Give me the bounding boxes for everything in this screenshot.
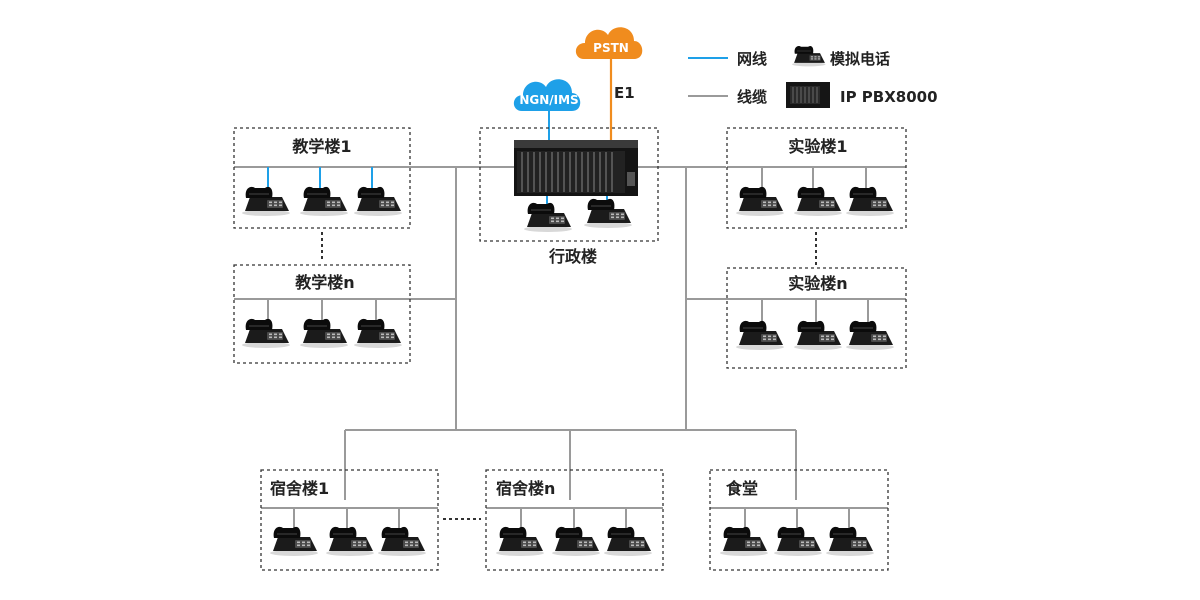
- phone-icon: [495, 526, 545, 557]
- building-dormn: 宿舍楼n: [485, 469, 664, 571]
- dorm1-box: [260, 469, 439, 571]
- phone-icon: [793, 320, 843, 351]
- phone-icon: [325, 526, 375, 557]
- phone-icon: [735, 320, 785, 351]
- admin-label: 行政楼: [548, 247, 597, 266]
- pstn-cloud: PSTN: [575, 27, 643, 59]
- building-canteen: 食堂: [709, 469, 889, 571]
- phone-icon: [241, 186, 291, 217]
- canteen-box: [709, 469, 889, 571]
- phone-icon: [583, 198, 633, 229]
- dormn-box: [485, 469, 664, 571]
- phone-icon: [773, 526, 823, 557]
- phone-icon: [603, 526, 653, 557]
- dorm1-label: 宿舍楼1: [270, 479, 329, 498]
- phone-icon: [735, 186, 785, 217]
- teachn-label: 教学楼n: [295, 273, 354, 292]
- phone-icon: [353, 186, 403, 217]
- building-dorm1: 宿舍楼1: [260, 469, 439, 571]
- labn-box: [726, 267, 907, 369]
- phone-icon: [551, 526, 601, 557]
- phone-icon: [845, 320, 895, 351]
- labn-label: 实验楼n: [788, 274, 847, 293]
- lab1-label: 实验楼1: [788, 137, 847, 156]
- building-teach1: 教学楼1: [233, 127, 411, 229]
- building-lab1: 实验楼1: [726, 127, 907, 229]
- legend-net-label: 网线: [737, 50, 767, 68]
- phone-icon: [845, 186, 895, 217]
- phone-icon: [299, 318, 349, 349]
- ngn-ims-cloud: NGN/IMS: [513, 79, 581, 111]
- phone-icon: [353, 318, 403, 349]
- phone-icon: [791, 45, 826, 67]
- teach1-label: 教学楼1: [292, 137, 351, 156]
- pstn-label: PSTN: [593, 41, 629, 55]
- e1-label: E1: [614, 84, 635, 102]
- pbx-device-icon: [514, 140, 638, 196]
- phone-icon: [719, 526, 769, 557]
- building-teachn: 教学楼n: [233, 264, 411, 364]
- admin-box: [479, 127, 659, 242]
- phone-icon: [377, 526, 427, 557]
- phone-icon: [825, 526, 875, 557]
- legend-cable-label: 线缆: [737, 88, 767, 106]
- phone-icon: [241, 318, 291, 349]
- phone-icon: [299, 186, 349, 217]
- phone-icon: [523, 202, 573, 233]
- legend: 网线 线缆 模拟电话 IP PBX8000: [688, 45, 938, 108]
- legend-pbx-label: IP PBX8000: [840, 88, 938, 106]
- building-labn: 实验楼n: [726, 267, 907, 369]
- building-admin: 行政楼: [479, 127, 659, 266]
- phone-icon: [793, 186, 843, 217]
- lab1-box: [726, 127, 907, 229]
- phone-icon: [269, 526, 319, 557]
- canteen-label: 食堂: [725, 479, 758, 498]
- ngn-ims-label: NGN/IMS: [519, 93, 578, 107]
- teachn-box: [233, 264, 411, 364]
- legend-phone-label: 模拟电话: [830, 50, 890, 68]
- dormn-label: 宿舍楼n: [496, 479, 555, 498]
- pbx-device-icon: [786, 82, 830, 108]
